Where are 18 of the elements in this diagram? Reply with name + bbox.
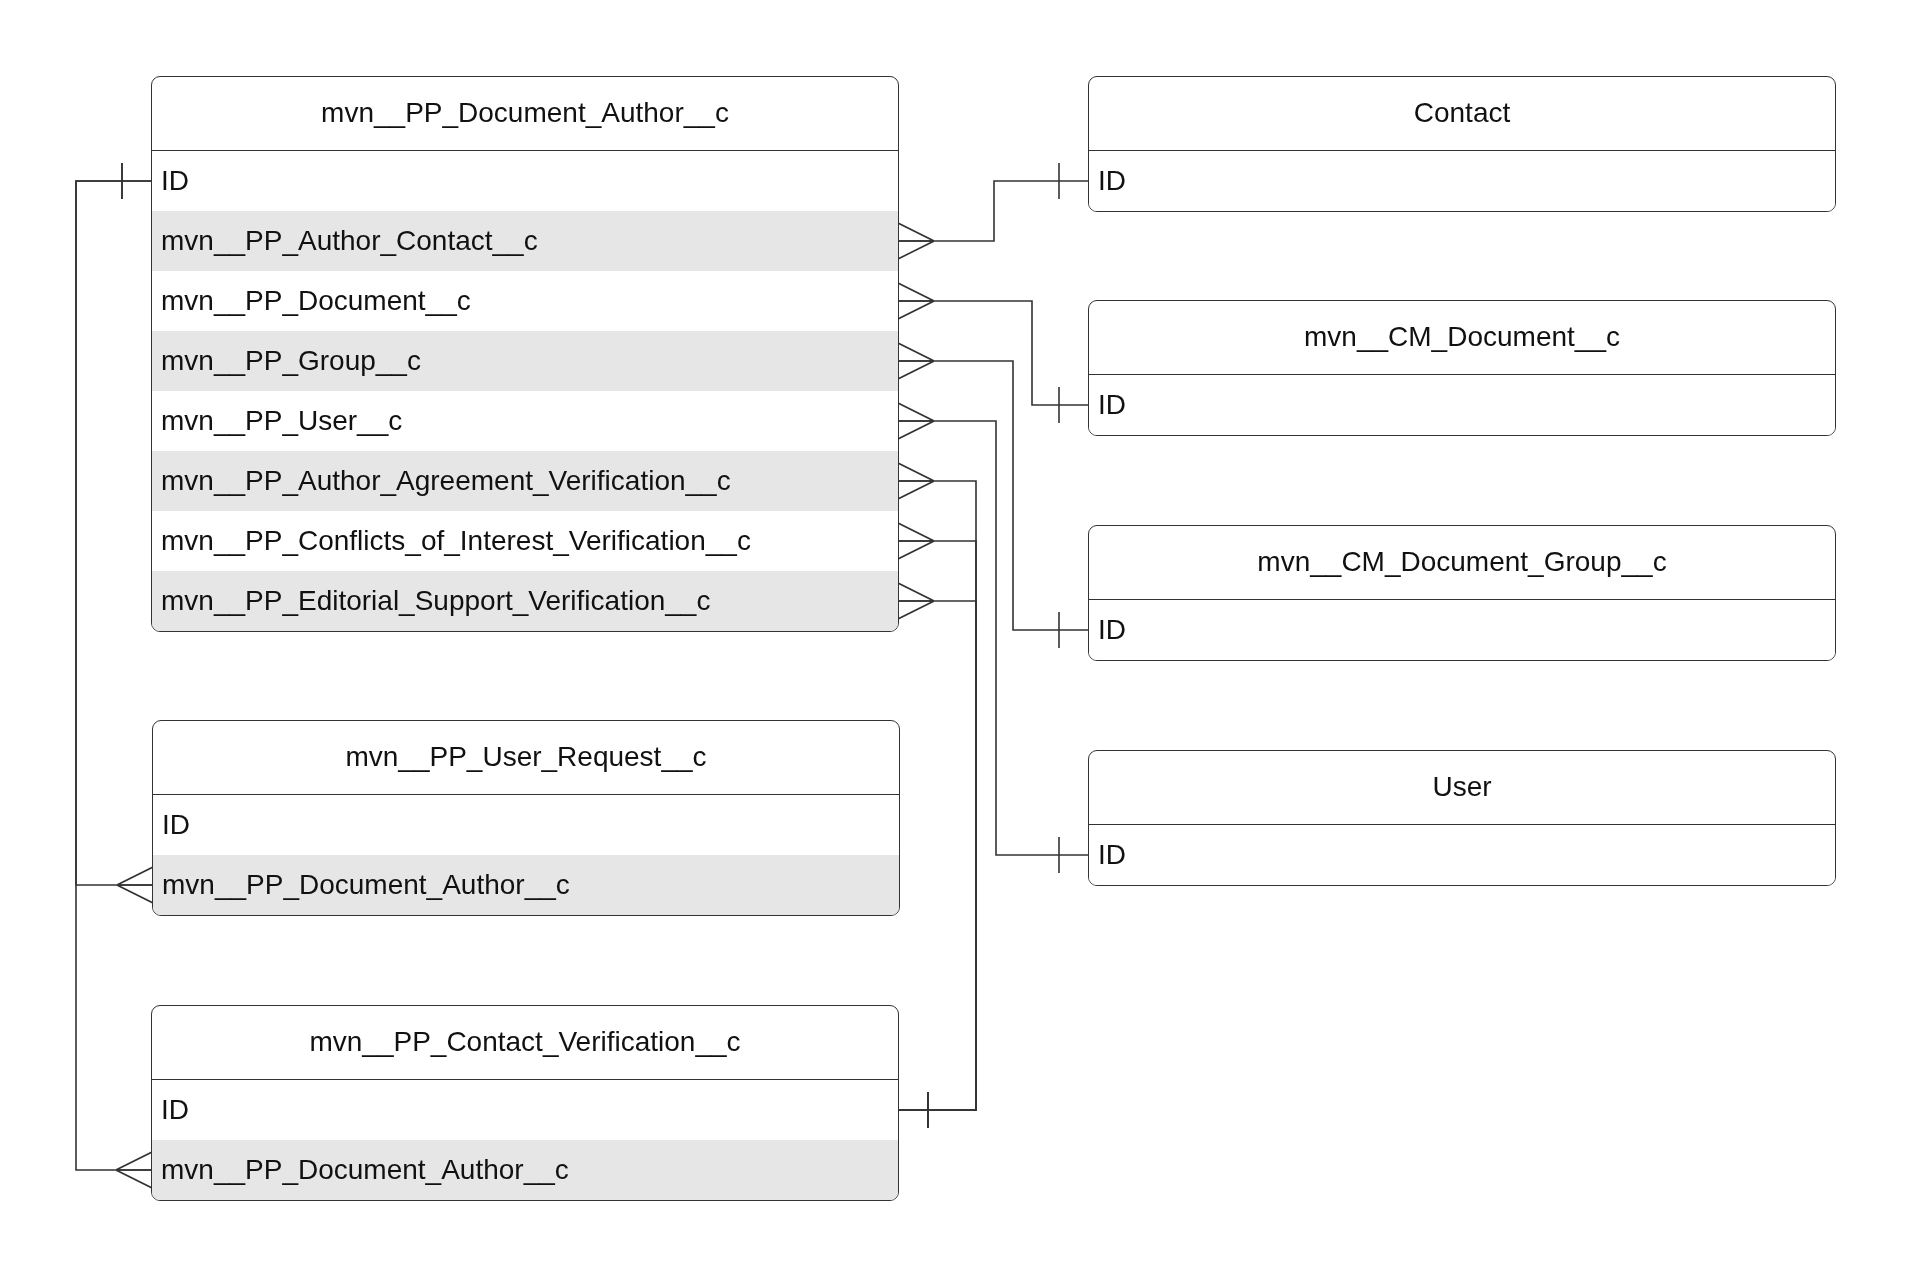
relationship-line <box>897 342 1090 649</box>
field-row: mvn__PP_Editorial_Support_Verification__c <box>152 571 898 631</box>
relationship-line <box>897 402 1090 874</box>
field-row: mvn__PP_Group__c <box>152 331 898 391</box>
relationship-line <box>75 162 153 1189</box>
entity-table <box>1088 76 1836 212</box>
entity-table <box>1088 750 1836 886</box>
relationship-line <box>897 282 1090 424</box>
entity-table <box>151 1005 899 1201</box>
relationship-line <box>897 162 1090 260</box>
field-row: mvn__PP_Document_Author__c <box>153 855 899 915</box>
field-row: mvn__PP_Document_Author__c <box>152 1140 898 1200</box>
field-row: mvn__PP_Author_Contact__c <box>152 211 898 271</box>
entity-table <box>1088 525 1836 661</box>
field-row: mvn__PP_Author_Agreement_Verification__c <box>152 451 898 511</box>
entity-table <box>152 720 900 916</box>
entity-table <box>1088 300 1836 436</box>
entity-table <box>151 76 899 632</box>
